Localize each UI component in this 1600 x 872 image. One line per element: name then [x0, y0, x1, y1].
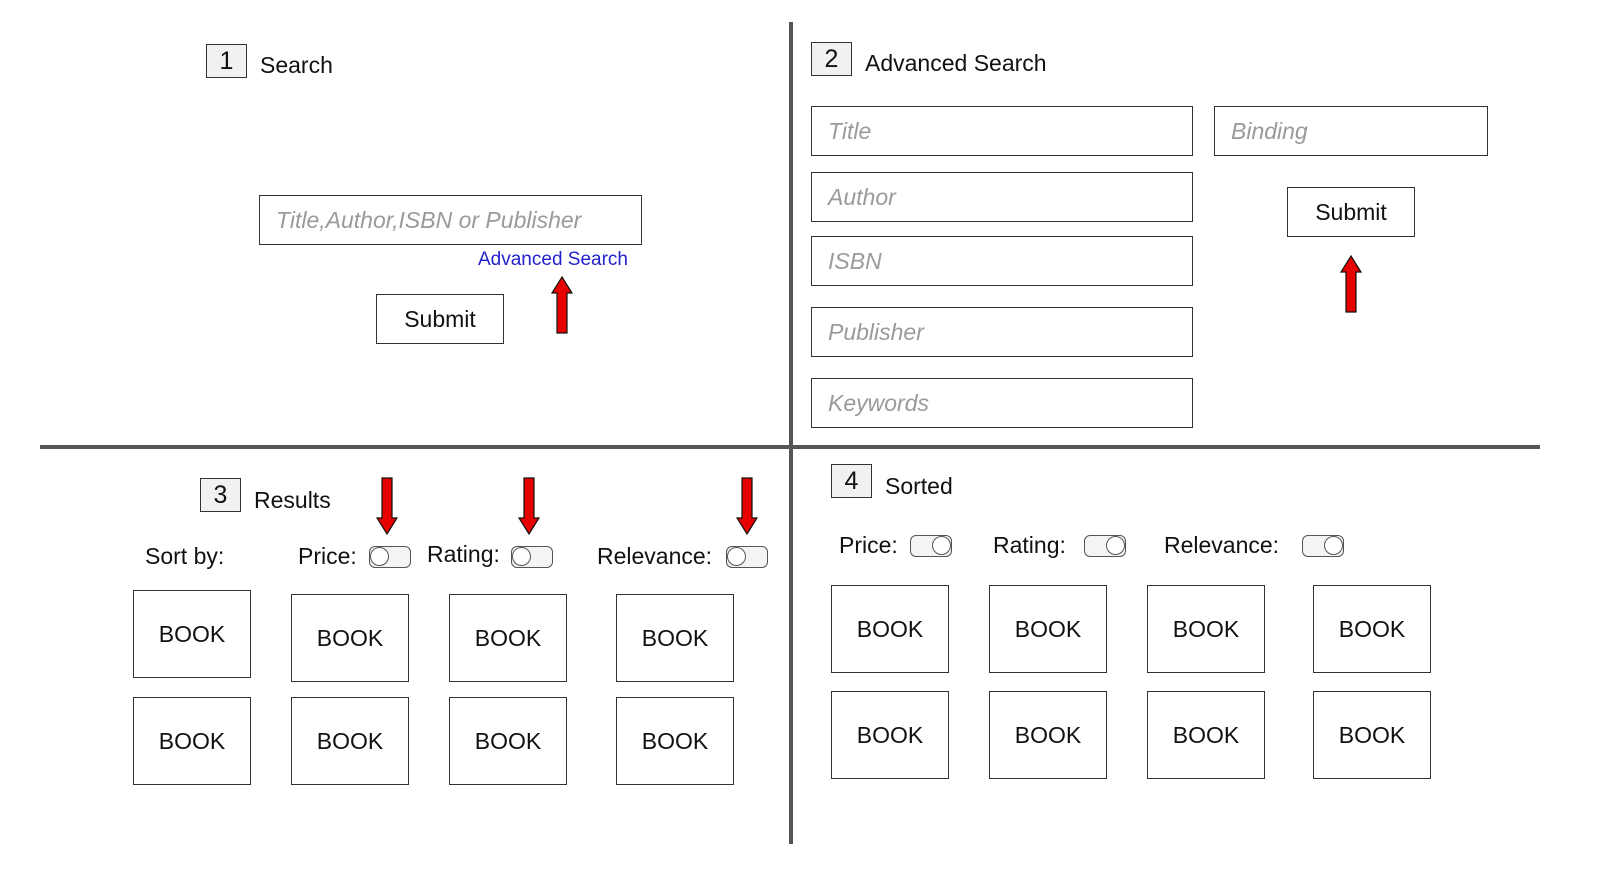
book-card[interactable]: BOOK: [989, 585, 1107, 673]
rating-sort-toggle[interactable]: [1084, 535, 1126, 557]
advanced-search-link[interactable]: Advanced Search: [478, 249, 628, 270]
book-card[interactable]: BOOK: [291, 697, 409, 785]
sort-by-label: Sort by:: [145, 543, 225, 569]
search-submit-button[interactable]: Submit: [376, 294, 504, 344]
panel-title-advanced-search: Advanced Search: [865, 50, 1047, 76]
publisher-field[interactable]: Publisher: [811, 307, 1193, 357]
relevance-sort-label: Relevance:: [1164, 532, 1280, 558]
book-card[interactable]: BOOK: [133, 697, 251, 785]
relevance-sort-toggle[interactable]: [1302, 535, 1344, 557]
book-card[interactable]: BOOK: [831, 585, 949, 673]
panel-number-2: 2: [811, 42, 852, 76]
book-card[interactable]: BOOK: [449, 697, 567, 785]
book-card[interactable]: BOOK: [831, 691, 949, 779]
book-card[interactable]: BOOK: [1147, 585, 1265, 673]
book-card[interactable]: BOOK: [449, 594, 567, 682]
rating-sort-label: Rating:: [993, 532, 1066, 558]
horizontal-divider: [40, 445, 1540, 449]
advanced-submit-button[interactable]: Submit: [1287, 187, 1415, 237]
book-card[interactable]: BOOK: [1313, 691, 1431, 779]
rating-sort-label: Rating:: [427, 541, 500, 567]
vertical-divider: [789, 22, 793, 844]
binding-field[interactable]: Binding: [1214, 106, 1488, 156]
panel-number-4: 4: [831, 464, 872, 498]
book-card[interactable]: BOOK: [1313, 585, 1431, 673]
arrow-down-icon: [375, 477, 399, 536]
arrow-down-icon: [517, 477, 541, 536]
price-sort-toggle[interactable]: [910, 535, 952, 557]
price-sort-toggle[interactable]: [369, 546, 411, 568]
price-sort-label: Price:: [298, 543, 357, 569]
book-card[interactable]: BOOK: [616, 697, 734, 785]
arrow-down-icon: [735, 477, 759, 536]
title-field[interactable]: Title: [811, 106, 1193, 156]
book-card[interactable]: BOOK: [616, 594, 734, 682]
arrow-up-icon: [1339, 254, 1363, 313]
rating-sort-toggle[interactable]: [511, 546, 553, 568]
isbn-field[interactable]: ISBN: [811, 236, 1193, 286]
arrow-up-icon: [550, 275, 574, 334]
panel-title-results: Results: [254, 487, 331, 513]
keywords-field[interactable]: Keywords: [811, 378, 1193, 428]
panel-title-search: Search: [260, 52, 333, 78]
book-card[interactable]: BOOK: [989, 691, 1107, 779]
relevance-sort-toggle[interactable]: [726, 546, 768, 568]
book-card[interactable]: BOOK: [1147, 691, 1265, 779]
price-sort-label: Price:: [839, 532, 898, 558]
panel-number-3: 3: [200, 478, 241, 512]
book-card[interactable]: BOOK: [291, 594, 409, 682]
panel-number-1: 1: [206, 44, 247, 78]
search-input[interactable]: Title,Author,ISBN or Publisher: [259, 195, 642, 245]
book-card[interactable]: BOOK: [133, 590, 251, 678]
relevance-sort-label: Relevance:: [597, 543, 713, 569]
author-field[interactable]: Author: [811, 172, 1193, 222]
panel-title-sorted: Sorted: [885, 473, 953, 499]
